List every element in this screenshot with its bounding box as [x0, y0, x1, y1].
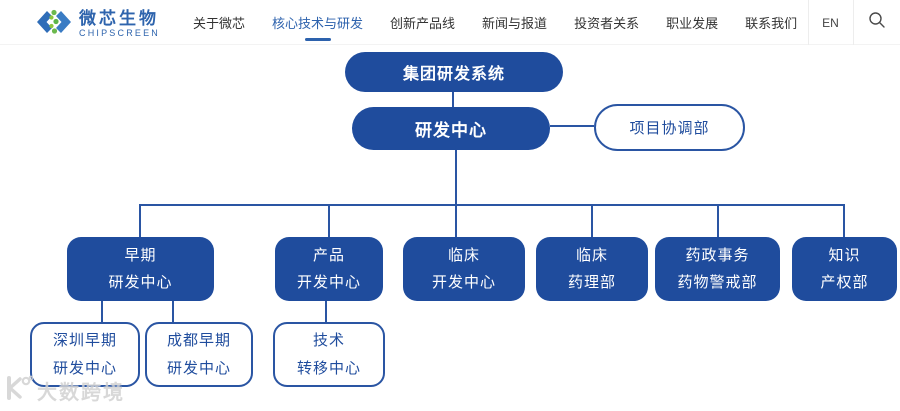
logo-text: 微芯生物 CHIPSCREEN — [79, 8, 161, 40]
org-node-label: 药物警戒部 — [677, 274, 758, 291]
nav-item-about[interactable]: 关于微芯 — [193, 16, 246, 31]
org-node-label: 产品 — [312, 247, 345, 264]
org-node-intellectual-property: 知识 产权部 — [792, 237, 897, 301]
connector-drop-techtransfer — [325, 301, 327, 322]
connector-drop-chengdu — [172, 301, 174, 322]
org-chart: 集团研发系统 研发中心 项目协调部 早期 研发中心 产品 开发中心 临床 开发中… — [0, 45, 900, 411]
nav-item-products[interactable]: 创新产品线 — [390, 16, 456, 31]
org-node-label: 药政事务 — [685, 247, 750, 264]
org-node-label: 研发中心 — [108, 274, 173, 291]
org-node-label: 研发中心 — [166, 359, 231, 377]
nav-item-contact[interactable]: 联系我们 — [745, 16, 798, 31]
nav-item-core-tech[interactable]: 核心技术与研发 — [272, 13, 363, 32]
org-node-clinical-dev-center: 临床 开发中心 — [403, 237, 525, 301]
org-node-label: 开发中心 — [296, 274, 361, 291]
org-node-label: 转移中心 — [296, 359, 361, 377]
org-node-clinical-pharmacology: 临床 药理部 — [536, 237, 648, 301]
org-node-regulatory-pharmacovigilance: 药政事务 药物警戒部 — [655, 237, 780, 301]
org-node-chengdu-early-rd: 成都早期 研发中心 — [145, 322, 253, 387]
org-node-label: 技术 — [312, 331, 345, 349]
org-node-early-rd-center: 早期 研发中心 — [67, 237, 214, 301]
logo[interactable]: 微芯生物 CHIPSCREEN — [36, 7, 160, 42]
nav-item-careers[interactable]: 职业发展 — [666, 16, 719, 31]
connector-level2-bus — [139, 204, 845, 206]
header: 微芯生物 CHIPSCREEN 关于微芯 核心技术与研发 创新产品线 新闻与报道… — [0, 0, 900, 45]
watermark: 大数跨境 — [5, 375, 125, 406]
org-node-label: 临床 — [447, 247, 480, 264]
logo-name-en: CHIPSCREEN — [79, 28, 161, 39]
connector-drop-shenzhen — [101, 301, 103, 322]
connector-drop-product — [328, 204, 330, 237]
org-node-label: 早期 — [124, 247, 157, 264]
connector-root-to-center — [452, 90, 454, 107]
org-node-group-rd-system: 集团研发系统 — [345, 52, 563, 92]
logo-icon — [36, 7, 72, 42]
watermark-icon — [5, 375, 34, 406]
connector-drop-regulatory — [717, 204, 719, 237]
connector-drop-ip — [843, 204, 845, 237]
org-node-label: 研发中心 — [415, 121, 487, 140]
org-node-label: 研发中心 — [52, 359, 117, 377]
header-divider — [853, 0, 854, 45]
connector-drop-early — [139, 204, 141, 237]
main-nav: 关于微芯 核心技术与研发 创新产品线 新闻与报道 投资者关系 职业发展 联系我们 — [193, 0, 797, 45]
org-node-rd-center: 研发中心 — [352, 107, 550, 150]
nav-item-news[interactable]: 新闻与报道 — [482, 16, 548, 31]
connector-center-to-side — [550, 125, 594, 127]
nav-item-investor[interactable]: 投资者关系 — [574, 16, 640, 31]
org-node-project-coordination: 项目协调部 — [594, 104, 745, 151]
org-node-tech-transfer-center: 技术 转移中心 — [273, 322, 385, 387]
connector-drop-clinpharm — [591, 204, 593, 237]
org-node-label: 深圳早期 — [52, 331, 117, 349]
header-divider — [808, 0, 809, 45]
search-icon — [868, 11, 886, 34]
org-node-label: 知识 — [828, 247, 861, 264]
org-node-label: 开发中心 — [431, 274, 496, 291]
org-node-product-dev-center: 产品 开发中心 — [275, 237, 383, 301]
org-node-label: 产权部 — [820, 274, 869, 291]
org-node-label: 项目协调部 — [629, 120, 710, 137]
org-node-label: 集团研发系统 — [402, 66, 505, 83]
org-node-label: 临床 — [575, 247, 608, 264]
connector-center-to-level2 — [455, 150, 457, 238]
org-node-label: 药理部 — [567, 274, 616, 291]
search-button[interactable] — [853, 0, 900, 45]
org-node-label: 成都早期 — [166, 331, 231, 349]
logo-name-cn: 微芯生物 — [79, 8, 159, 28]
org-node-shenzhen-early-rd: 深圳早期 研发中心 — [30, 322, 140, 387]
language-toggle[interactable]: EN — [822, 15, 839, 30]
watermark-text: 大数跨境 — [37, 382, 125, 404]
